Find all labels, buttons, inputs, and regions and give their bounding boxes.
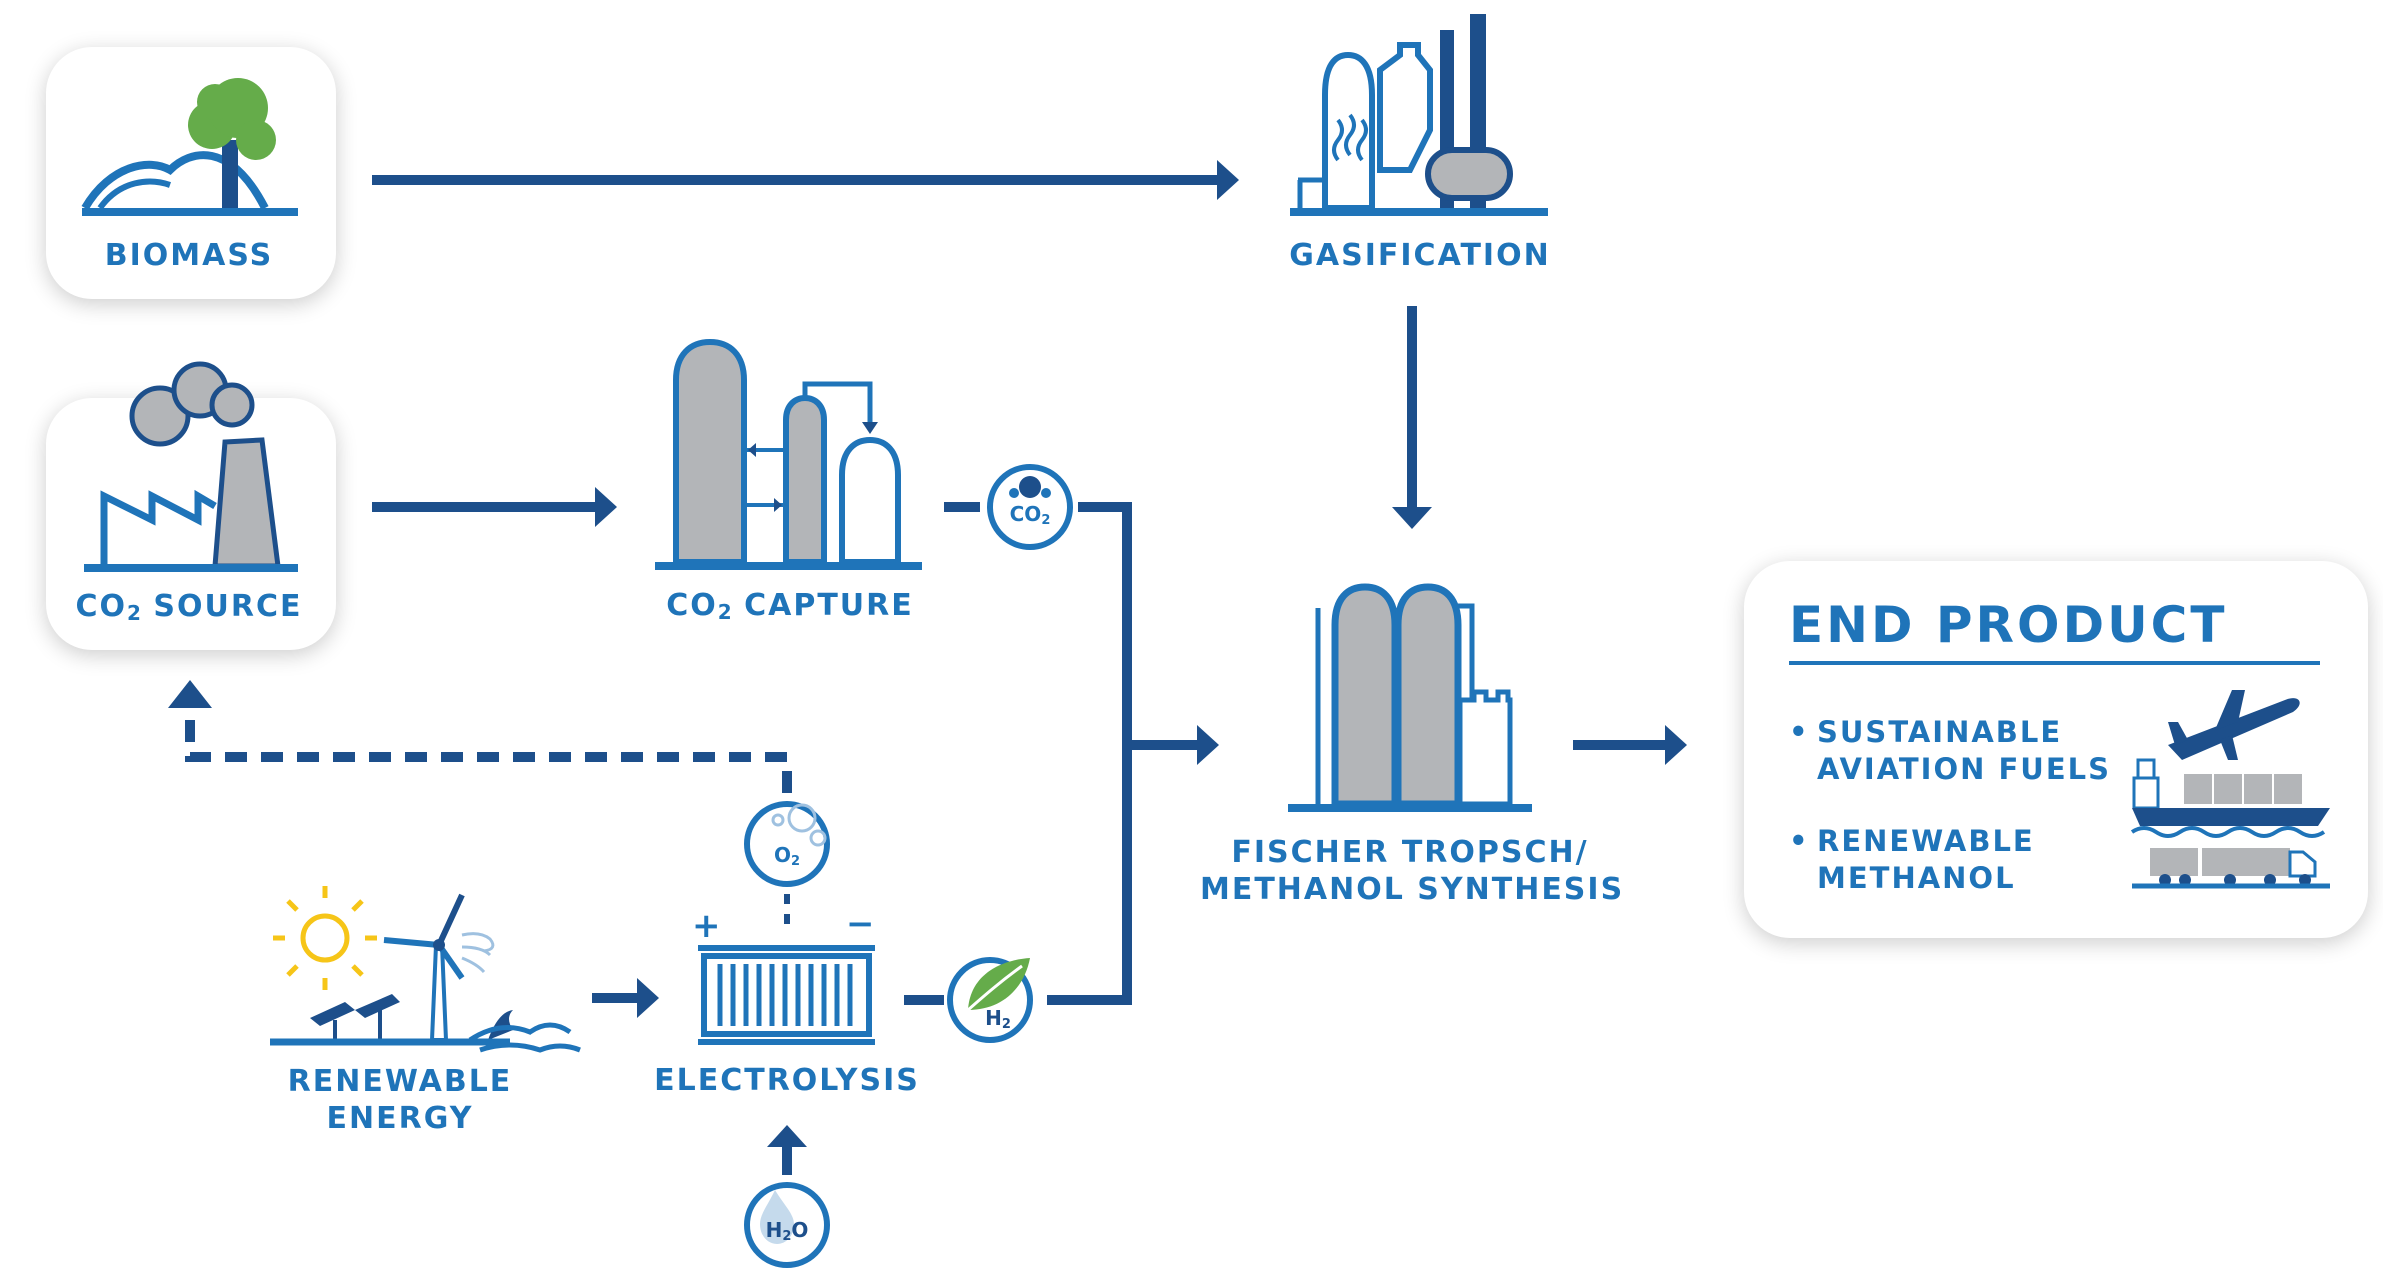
h2o-molecule-label: H2O [752,1218,822,1249]
label-gasification: GASIFICATION [1289,238,1551,273]
co2-molecule-main: CO [1009,502,1042,526]
label-renewable-line2: ENERGY [326,1101,474,1136]
line-co2-to-junction [1047,502,1132,1005]
renewable-energy-icon [270,886,581,1053]
label-co2-source: CO2 SOURCE [69,588,309,632]
o2-molecule-label: O2 [757,843,817,874]
h2-molecule-sub: 2 [1001,1017,1011,1032]
end-product-item-methanol: •RENEWABLE METHANOL [1789,824,2035,895]
synthesis-reactor-icon [1288,583,1532,812]
label-synthesis: FISCHER TROPSCH/ METHANOL SYNTHESIS [1200,834,1622,908]
label-co2-source-sub: 2 [127,601,141,625]
label-co2-source-co: CO [75,589,128,624]
label-co2-capture-co: CO [666,588,718,623]
h2o-molecule-end: O [791,1218,809,1242]
biomass-card [46,47,336,299]
o2-bubble-icon [744,801,830,887]
label-co2-capture-suffix: CAPTURE [731,588,914,623]
h2o-molecule-sub: 2 [782,1229,792,1244]
electrolyzer-icon [698,894,875,1045]
sun-icon [273,886,377,990]
label-biomass: BIOMASS [104,238,274,273]
end-product-item-saf-line2: AVIATION FUELS [1817,752,2112,786]
label-co2-source-suffix: SOURCE [140,589,303,624]
water-drop-icon [744,1182,830,1268]
co2-source-card [46,398,336,650]
cargo-ship-icon [2130,758,2330,838]
end-product-item-methanol-line1: RENEWABLE [1817,824,2035,858]
airplane-icon [2168,690,2300,760]
end-product-title: END PRODUCT [1789,596,2228,654]
co2-molecule-label: CO2 [995,502,1065,533]
label-co2-capture: CO2 CAPTURE [650,587,930,631]
solar-panels-icon [310,994,400,1040]
co2-molecule-sub: 2 [1041,513,1051,528]
co2-capture-columns-icon [655,338,922,570]
label-co2-capture-sub: 2 [717,600,732,624]
label-renewable-energy: RENEWABLE ENERGY [280,1063,520,1137]
wind-turbine-icon [383,893,465,1042]
electrolysis-plus-sign: + [692,906,723,946]
end-product-item-saf: •SUSTAINABLE AVIATION FUELS [1789,715,2112,786]
o2-molecule-sub: 2 [790,854,801,869]
h2-molecule-label: H2 [968,1006,1028,1037]
wind-icon [461,932,495,974]
label-synthesis-line2: METHANOL SYNTHESIS [1200,872,1625,907]
h2-molecule-main: H [985,1006,1002,1030]
truck-icon [2132,848,2330,889]
connector-arrows [168,160,1687,1175]
factory-icon [84,361,298,572]
h2-leaf-icon [947,957,1033,1043]
label-renewable-line1: RENEWABLE [287,1064,513,1099]
dashed-o2-return-line [185,710,792,793]
end-product-item-saf-line1: SUSTAINABLE [1817,715,2063,749]
biomass-icon [81,78,298,216]
label-electrolysis: ELECTROLYSIS [654,1063,920,1098]
wave-icon [468,1010,581,1053]
electrolysis-minus-sign: − [846,904,877,944]
label-synthesis-line1: FISCHER TROPSCH/ [1231,835,1589,870]
co2-molecule-icon [987,464,1073,550]
end-product-item-methanol-line2: METHANOL [1817,861,2016,895]
h2o-molecule-main: H [765,1218,783,1242]
o2-molecule-main: O [773,843,791,867]
gasification-plant-icon [1290,14,1548,216]
dashed-o2-arrowhead [168,680,212,708]
